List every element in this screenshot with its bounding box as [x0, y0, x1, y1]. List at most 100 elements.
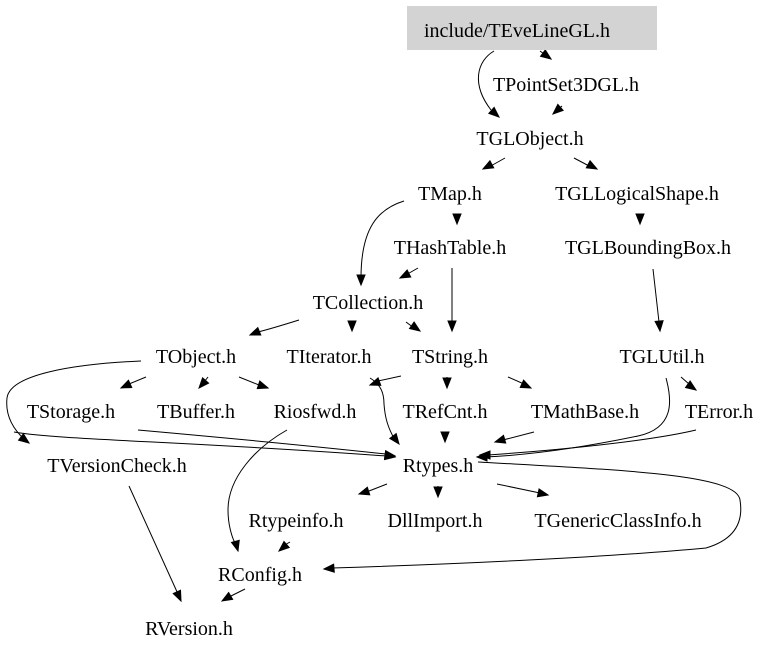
- node-TBuffer[interactable]: TBuffer.h: [157, 401, 235, 423]
- edge-TIterator-to-Rtypes: [369, 377, 400, 446]
- node-TGLUtil[interactable]: TGLUtil.h: [620, 346, 705, 368]
- edge-line: [257, 319, 300, 333]
- node-label: RConfig.h: [218, 564, 302, 586]
- edge-TGLObject-to-TMap: [481, 157, 506, 170]
- node-RVersion[interactable]: RVersion.h: [145, 618, 233, 640]
- arrow-head: [478, 450, 491, 460]
- node-label: TError.h: [685, 401, 753, 423]
- nodes-layer: include/TEveLineGL.hTPointSet3DGL.hTGLOb…: [27, 6, 753, 640]
- edge-TGLBoundingBox-to-TGLUtil: [652, 268, 664, 333]
- arrow-head: [388, 432, 400, 446]
- arrow-head: [357, 486, 371, 496]
- node-label: Rtypes.h: [403, 455, 474, 477]
- edge-line: [477, 50, 495, 111]
- edge-Rtypes-to-RConfig: [322, 461, 742, 573]
- node-label: TMathBase.h: [531, 401, 639, 423]
- node-label: THashTable.h: [394, 237, 506, 259]
- node-label: RVersion.h: [145, 618, 233, 640]
- arrow-head: [539, 48, 553, 60]
- node-TVersionCheck[interactable]: TVersionCheck.h: [47, 455, 186, 477]
- arrow-head: [172, 589, 182, 603]
- node-label: TCollection.h: [313, 292, 424, 314]
- edge-line: [227, 429, 288, 546]
- node-label: TGLLogicalShape.h: [555, 183, 719, 205]
- edge-TError-to-Rtypes: [478, 429, 697, 460]
- node-label: TIterator.h: [287, 346, 372, 368]
- node-Rtypes[interactable]: Rtypes.h: [403, 455, 474, 477]
- arrow-head: [398, 269, 412, 279]
- arrow-head: [585, 159, 599, 170]
- node-label: Riosfwd.h: [274, 401, 357, 423]
- node-TString[interactable]: TString.h: [412, 346, 488, 368]
- edge-line: [6, 360, 142, 441]
- edge-TString-to-Riosfwd: [368, 375, 402, 386]
- edge-TPointSet3DGL-to-TGLObject: [551, 103, 564, 115]
- edge-TString-to-TMathBase: [507, 376, 533, 389]
- arrow-head: [322, 563, 335, 573]
- edge-line: [652, 268, 660, 323]
- edge-TVersionCheck-to-RVersion: [128, 485, 182, 603]
- edge-line: [502, 431, 535, 441]
- node-label: TGLUtil.h: [620, 346, 705, 368]
- arrow-head: [256, 380, 270, 390]
- node-label: TBuffer.h: [157, 401, 235, 423]
- edge-TGLUtil-to-TError: [680, 376, 698, 391]
- edge-THashTable-to-TString: [447, 268, 457, 333]
- node-label: DllImport.h: [388, 510, 483, 532]
- node-label: TMap.h: [418, 183, 482, 205]
- arrow-head: [684, 380, 698, 391]
- edge-TCollection-to-TObject: [248, 319, 300, 336]
- node-TGLLogicalShape[interactable]: TGLLogicalShape.h: [555, 183, 719, 205]
- arrow-head: [493, 434, 507, 444]
- node-TEveLineGL[interactable]: include/TEveLineGL.h: [407, 6, 657, 50]
- edge-line: [680, 376, 690, 385]
- node-TStorage[interactable]: TStorage.h: [27, 401, 115, 423]
- node-label: Rtypeinfo.h: [249, 510, 344, 532]
- edge-line: [13, 431, 387, 457]
- node-THashTable[interactable]: THashTable.h: [394, 237, 506, 259]
- arrow-head: [230, 539, 240, 553]
- node-TPointSet3DGL[interactable]: TPointSet3DGL.h: [493, 74, 639, 96]
- edge-TMathBase-to-Rtypes: [493, 431, 535, 444]
- edge-TString-to-TRefCnt: [442, 377, 452, 390]
- edge-line: [507, 376, 525, 385]
- arrow-head: [442, 377, 452, 390]
- edge-line: [484, 377, 671, 458]
- arrow-head: [654, 320, 664, 333]
- edge-TCollection-to-TIterator: [347, 320, 357, 333]
- node-Riosfwd[interactable]: Riosfwd.h: [274, 401, 357, 423]
- edge-line: [128, 485, 179, 595]
- node-Rtypeinfo[interactable]: Rtypeinfo.h: [249, 510, 344, 532]
- node-label: TGenericClassInfo.h: [534, 510, 701, 532]
- node-TMathBase[interactable]: TMathBase.h: [531, 401, 639, 423]
- node-TGLObject[interactable]: TGLObject.h: [476, 128, 583, 150]
- arrow-head: [356, 274, 366, 287]
- node-TMap[interactable]: TMap.h: [418, 183, 482, 205]
- arrow-head: [481, 159, 495, 170]
- node-DllImport[interactable]: DllImport.h: [388, 510, 483, 532]
- arrow-head: [452, 213, 462, 226]
- node-TGLBoundingBox[interactable]: TGLBoundingBox.h: [565, 237, 731, 259]
- edge-line: [496, 483, 541, 494]
- node-TGenericClassInfo[interactable]: TGenericClassInfo.h: [534, 510, 701, 532]
- node-RConfig[interactable]: RConfig.h: [218, 564, 302, 586]
- edge-TGLLogicalShape-to-TGLBoundingBox: [635, 213, 645, 226]
- edge-TObject-to-TStorage: [119, 376, 147, 389]
- arrow-head: [536, 488, 550, 498]
- node-TRefCnt[interactable]: TRefCnt.h: [403, 401, 488, 423]
- arrow-head: [248, 326, 262, 336]
- node-TIterator[interactable]: TIterator.h: [287, 346, 372, 368]
- edge-line: [331, 461, 742, 569]
- node-label: TGLObject.h: [476, 128, 583, 150]
- node-TCollection[interactable]: TCollection.h: [313, 292, 424, 314]
- node-TError[interactable]: TError.h: [685, 401, 753, 423]
- node-TObject[interactable]: TObject.h: [156, 346, 236, 368]
- node-label: TRefCnt.h: [403, 401, 488, 423]
- edge-Rtypeinfo-to-RConfig: [277, 540, 291, 552]
- edge-TMap-to-THashTable: [452, 213, 462, 226]
- edge-RConfig-to-RVersion: [220, 588, 246, 602]
- edge-TMap-to-TCollection: [356, 200, 405, 287]
- edge-THashTable-to-TCollection: [398, 267, 419, 279]
